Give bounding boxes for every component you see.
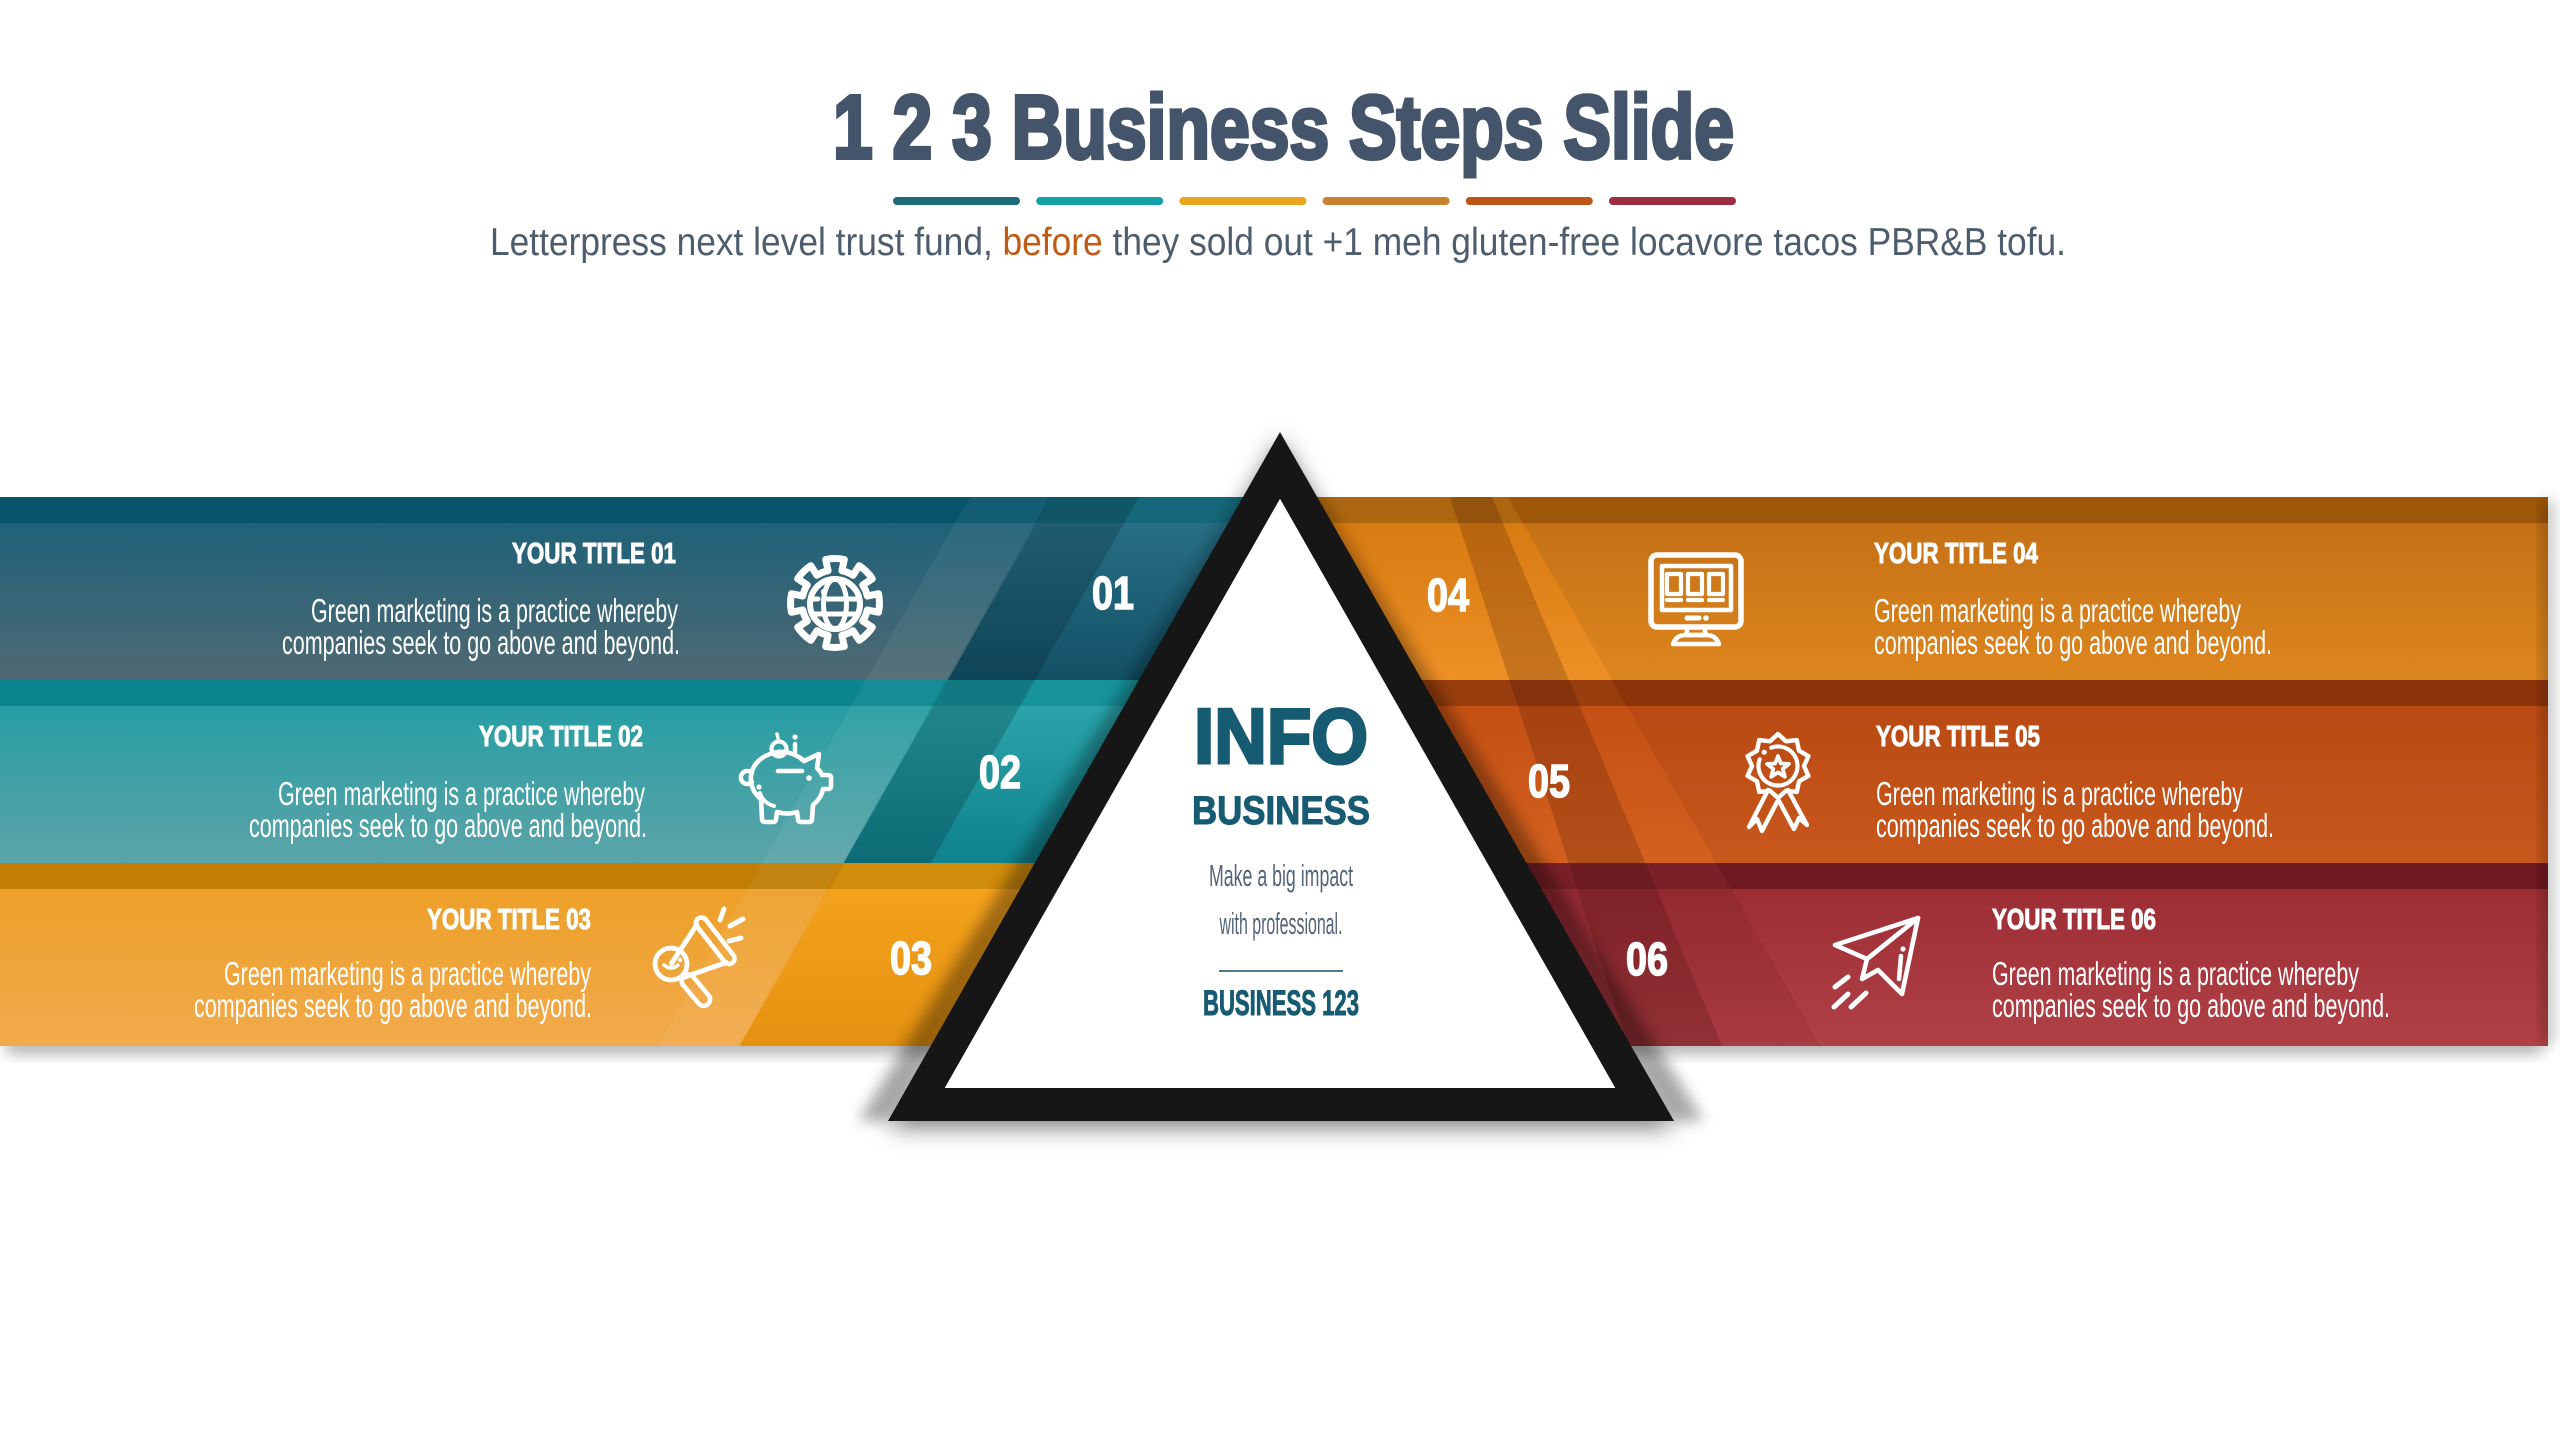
svg-text:YOUR TITLE 06: YOUR TITLE 06 (1992, 904, 2156, 936)
svg-text:companies seek to go above and: companies seek to go above and beyond. (282, 624, 680, 661)
svg-text:04: 04 (1427, 569, 1469, 621)
svg-text:Letterpress next level trust f: Letterpress next level trust fund, (490, 221, 993, 264)
svg-text:YOUR TITLE 05: YOUR TITLE 05 (1876, 721, 2040, 753)
svg-text:06: 06 (1626, 933, 1668, 985)
svg-text:Green marketing is a practice: Green marketing is a practice whereby (1876, 775, 2243, 812)
svg-text:companies seek to go above and: companies seek to go above and beyond. (194, 987, 592, 1024)
svg-text:companies seek to go above and: companies seek to go above and beyond. (1876, 807, 2274, 844)
svg-text:with professional.: with professional. (1219, 906, 1343, 941)
svg-text:1 2 3 Business Steps Slide: 1 2 3 Business Steps Slide (833, 78, 1734, 178)
svg-text:YOUR TITLE 01: YOUR TITLE 01 (512, 538, 676, 570)
svg-text:they sold out +1 meh gluten-fr: they sold out +1 meh gluten-free locavor… (1113, 221, 2067, 264)
svg-text:05: 05 (1528, 755, 1570, 807)
svg-text:YOUR TITLE 03: YOUR TITLE 03 (427, 904, 591, 936)
svg-text:Make a big impact: Make a big impact (1209, 858, 1353, 893)
svg-text:BUSINESS: BUSINESS (1192, 789, 1370, 833)
svg-text:companies seek to go above and: companies seek to go above and beyond. (249, 807, 647, 844)
svg-text:YOUR TITLE 04: YOUR TITLE 04 (1874, 538, 2038, 570)
svg-text:INFO: INFO (1194, 692, 1368, 780)
svg-text:Green marketing is a practice: Green marketing is a practice whereby (224, 955, 591, 992)
svg-text:Green marketing is a practice: Green marketing is a practice whereby (1874, 592, 2241, 629)
svg-text:Green marketing is a practice: Green marketing is a practice whereby (278, 775, 645, 812)
svg-text:companies seek to go above and: companies seek to go above and beyond. (1874, 624, 2272, 661)
svg-text:YOUR TITLE 02: YOUR TITLE 02 (479, 721, 643, 753)
svg-text:03: 03 (890, 932, 932, 984)
svg-text:Green marketing is a practice: Green marketing is a practice whereby (311, 592, 678, 629)
svg-text:01: 01 (1092, 567, 1134, 619)
svg-text:companies seek to go above and: companies seek to go above and beyond. (1992, 987, 2390, 1024)
svg-text:02: 02 (979, 746, 1021, 798)
svg-text:before: before (1003, 221, 1103, 264)
svg-text:Green marketing is a practice: Green marketing is a practice whereby (1992, 955, 2359, 992)
svg-text:BUSINESS 123: BUSINESS 123 (1203, 984, 1359, 1023)
